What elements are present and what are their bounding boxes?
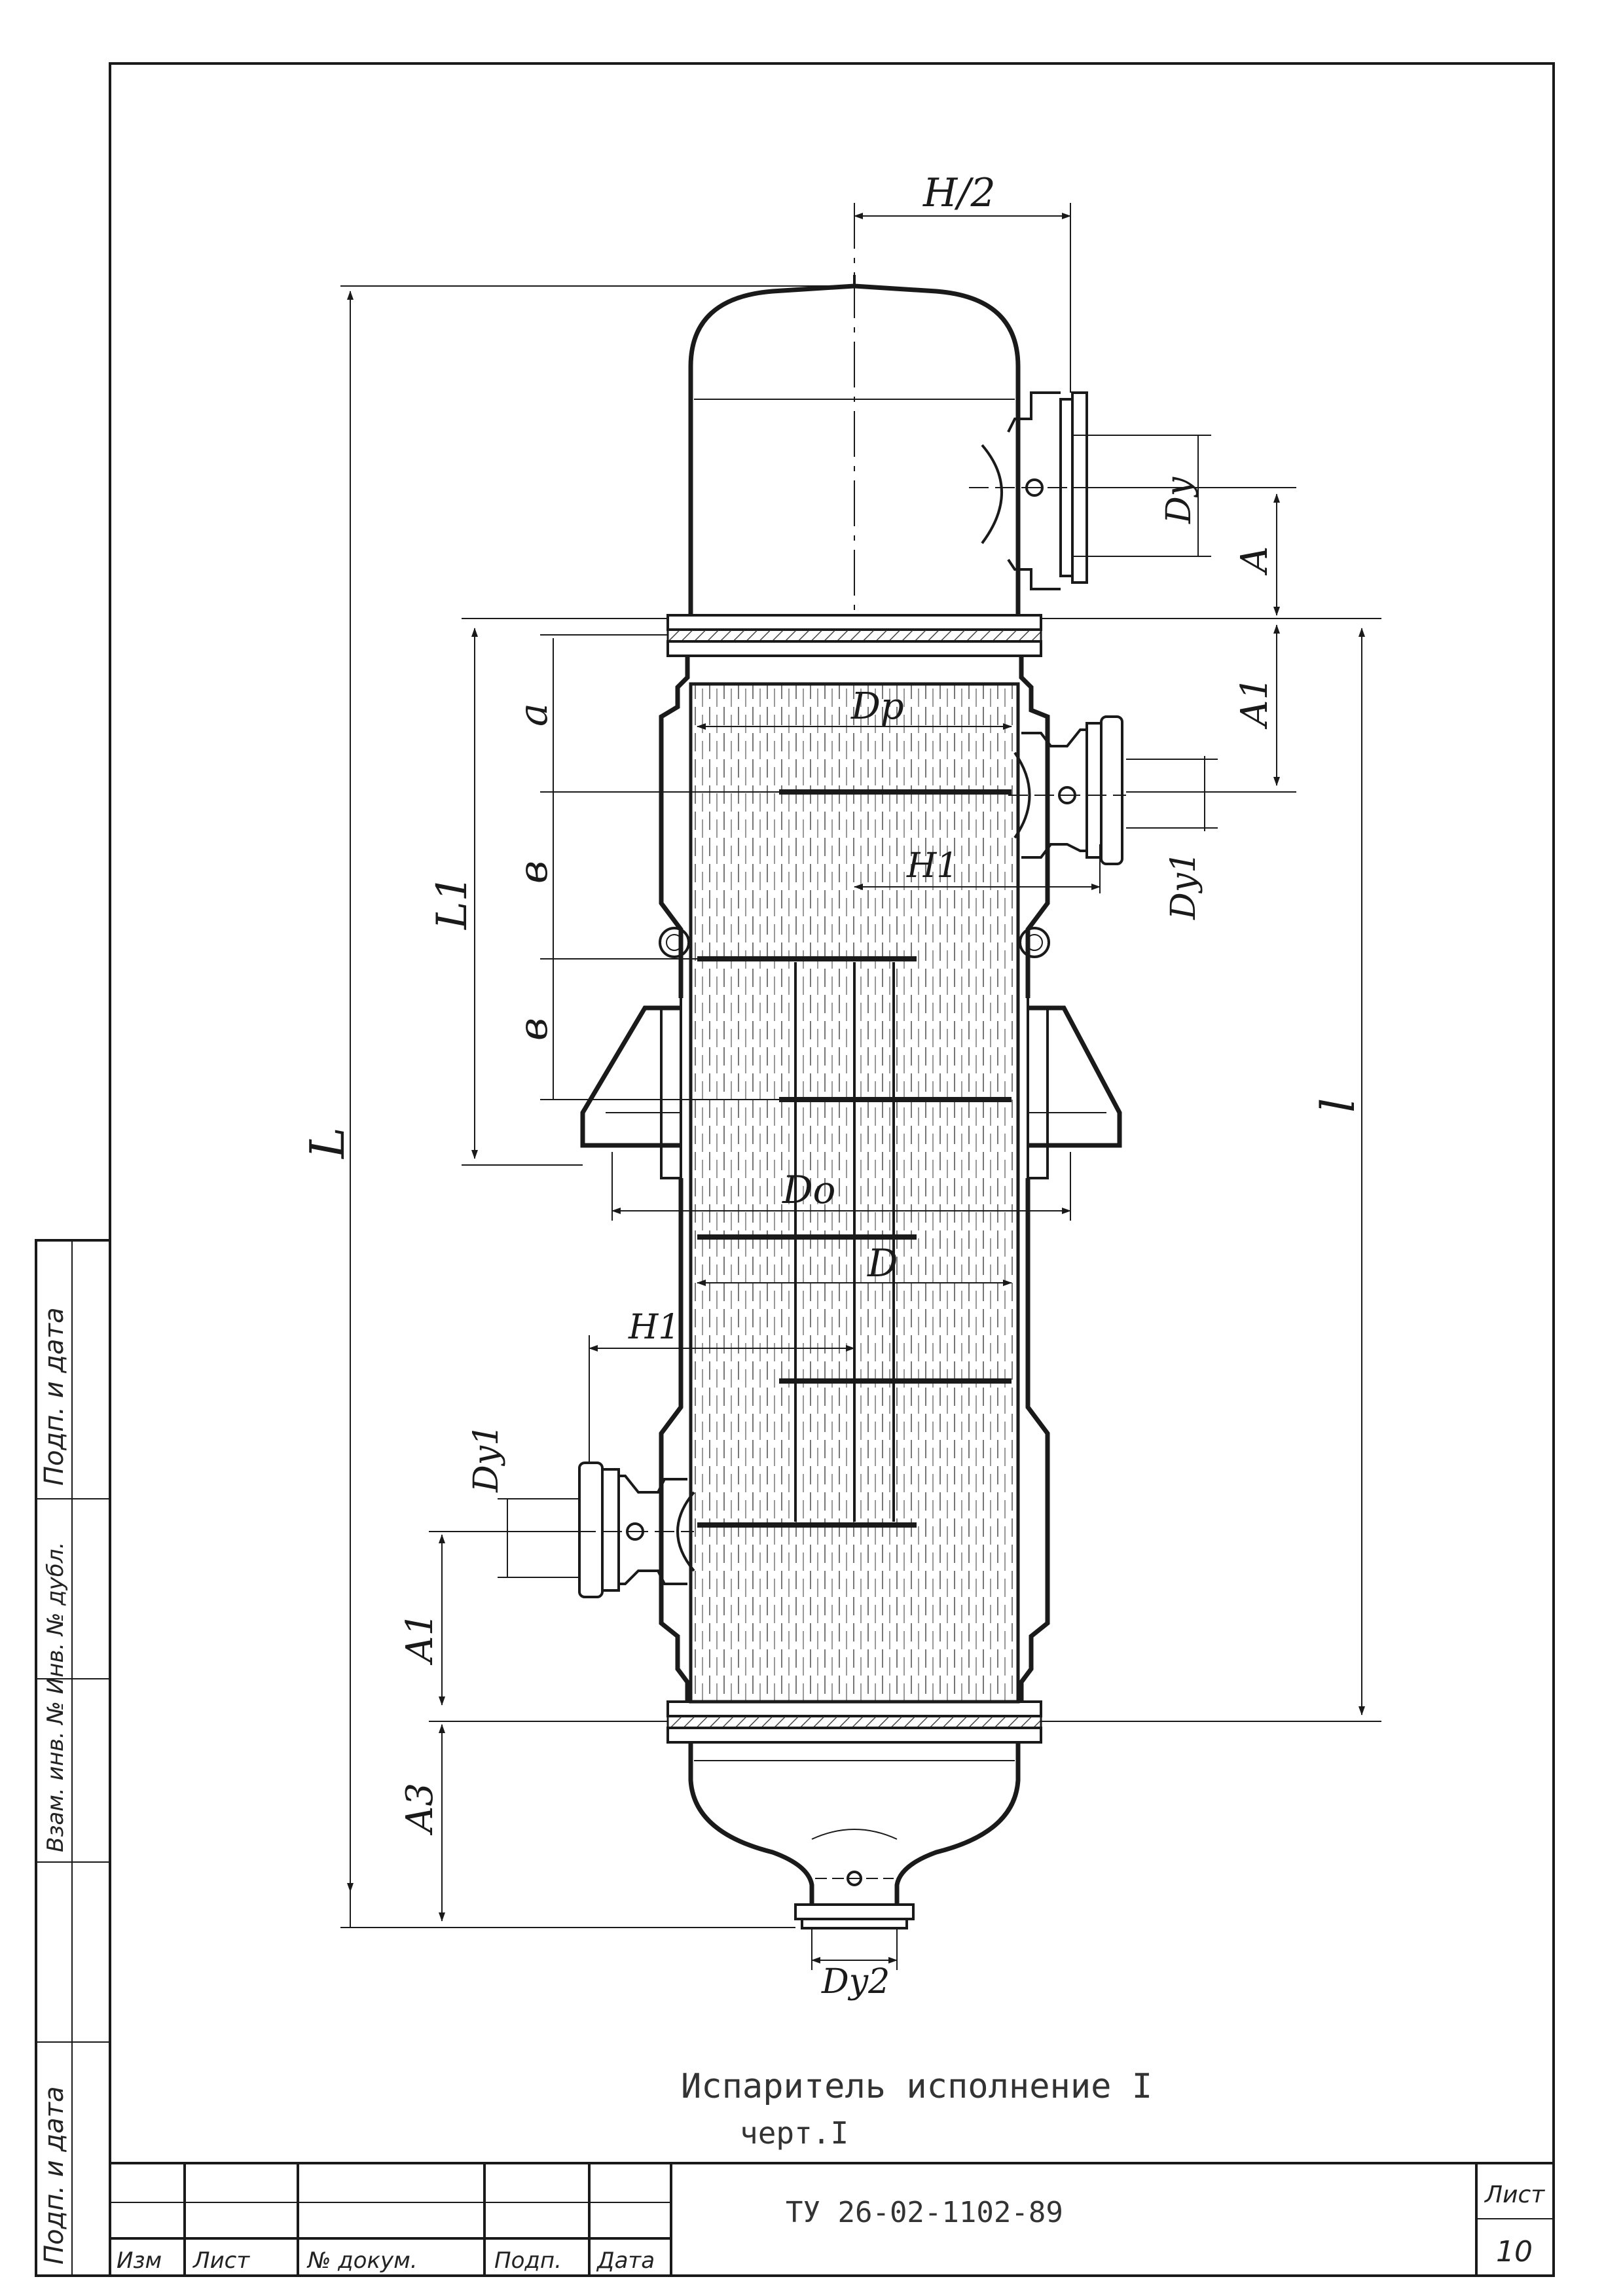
dim-a: a [511,703,556,726]
dim-H1-top: H1 [906,846,958,886]
dim-A1-top: A1 [1233,677,1276,730]
dim-L1: L1 [428,875,477,930]
dimension-lines [340,203,1381,1970]
dim-D: D [867,1241,898,1285]
dim-H1-bottom: H1 [628,1308,680,1347]
dim-A3: A3 [399,1783,441,1836]
vessel [576,203,1126,1929]
dim-Dy2: Dy2 [821,1962,890,2001]
dim-Dy1-top: Dy1 [1164,852,1203,920]
sheet-label: Лист [1484,2181,1545,2208]
dim-A1-bottom: A1 [399,1613,441,1666]
side-strip-label-top: Подп. и дата [39,1308,69,1486]
dim-h-half: H/2 [922,170,996,216]
col-list: Лист [192,2248,250,2274]
document-code: ТУ 26-02-1102-89 [786,2196,1063,2229]
dim-A: A [1233,547,1276,576]
dim-b-upper: в [511,861,556,884]
dimension-labels: H/2 L L1 a в в l A A1 Dy Dy1 Dp H1 Do D … [300,170,1365,2001]
col-sign: Подп. [494,2248,562,2274]
dim-Dy: Dy [1159,476,1199,524]
dim-b-lower: в [511,1018,556,1041]
side-strip-label-bottom: Подп. и дата [39,2087,69,2265]
drawing-caption: Испаритель исполнение I [681,2067,1152,2106]
dim-l: l [1311,1098,1365,1113]
dim-Do: Do [782,1168,835,1212]
dim-L: L [300,1127,355,1160]
col-date: Дата [596,2248,655,2274]
drawing-frame [109,62,1555,2277]
dim-Dy1-bottom: Dy1 [467,1424,506,1493]
side-strip-label-mid: Взам. инв. № Инв. № дубл. [43,1542,69,1852]
col-izm: Изм [117,2248,162,2274]
title-block: Изм Лист № докум. Подп. Дата ТУ 26-02-11… [110,2162,1554,2276]
col-doc: № докум. [306,2248,418,2274]
sheet-number: 10 [1496,2235,1533,2269]
side-strip: Подп. и дата Взам. инв. № Инв. № дубл. П… [35,1239,111,2277]
dim-Dp: Dp [850,685,904,728]
drawing-number: черт.I [740,2115,848,2151]
